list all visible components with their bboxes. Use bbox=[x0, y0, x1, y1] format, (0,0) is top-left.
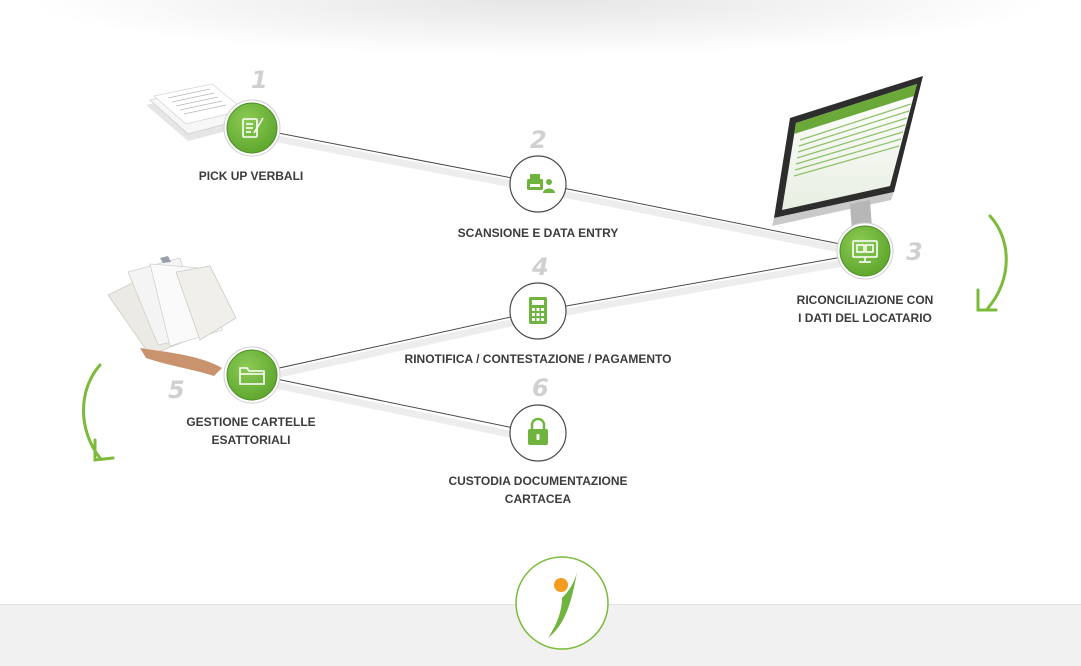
step-1-number: 1 bbox=[251, 66, 268, 94]
step-4-label: RINOTIFICA / CONTESTAZIONE / PAGAMENTO bbox=[405, 350, 672, 368]
step-2-number: 2 bbox=[530, 126, 547, 154]
monitor-icon bbox=[852, 240, 878, 263]
top-shadow bbox=[40, 0, 1040, 55]
connector-5-4 bbox=[251, 310, 539, 375]
calculator-icon bbox=[529, 297, 547, 324]
connector-1-2 bbox=[251, 127, 539, 184]
step-2-node[interactable] bbox=[509, 155, 567, 213]
connector-lines bbox=[251, 127, 866, 434]
paper-documents-illustration bbox=[146, 83, 250, 141]
step-2-label: SCANSIONE E DATA ENTRY bbox=[458, 224, 619, 242]
step-4-title: RINOTIFICA / CONTESTAZIONE / PAGAMENTO bbox=[404, 352, 672, 366]
monitor-illustration bbox=[772, 76, 923, 232]
papers-in-hand-illustration bbox=[107, 256, 237, 376]
step-5-title-line1: GESTIONE CARTELLE bbox=[186, 415, 316, 429]
connector-5-6 bbox=[251, 373, 539, 434]
step-4-number: 4 bbox=[532, 253, 549, 281]
step-6-label: CUSTODIA DOCUMENTAZIONE CARTACEA bbox=[448, 472, 627, 508]
step-2-title: SCANSIONE E DATA ENTRY bbox=[457, 226, 619, 240]
curved-arrow-left bbox=[82, 363, 115, 462]
step-3-title-line2: I DATI DEL LOCATARIO bbox=[798, 311, 932, 325]
lock-icon bbox=[528, 417, 548, 445]
curved-arrow-right bbox=[976, 214, 1008, 312]
step-5-number: 5 bbox=[168, 376, 185, 404]
connector-2-3 bbox=[537, 182, 866, 250]
step-3-title-line1: RICONCILIAZIONE CON bbox=[796, 293, 934, 307]
step-6-title-line1: CUSTODIA DOCUMENTAZIONE bbox=[448, 474, 628, 488]
step-1-label: PICK UP VERBALI bbox=[199, 167, 303, 185]
document-edit-icon bbox=[242, 117, 264, 138]
connector-4-3 bbox=[537, 252, 866, 312]
step-4-node[interactable] bbox=[509, 282, 567, 340]
step-6-title-line2: CARTACEA bbox=[504, 492, 572, 506]
connector-shadows bbox=[251, 130, 866, 444]
step-3-number: 3 bbox=[906, 238, 923, 266]
scanner-user-icon bbox=[527, 174, 555, 193]
brand-logo[interactable] bbox=[515, 556, 609, 650]
step-5-node[interactable] bbox=[223, 346, 281, 404]
step-5-label: GESTIONE CARTELLE ESATTORIALI bbox=[186, 413, 315, 449]
folder-icon bbox=[239, 367, 265, 385]
step-1-node[interactable] bbox=[223, 99, 281, 157]
step-5-title-line2: ESATTORIALI bbox=[211, 433, 291, 447]
step-6-number: 6 bbox=[532, 374, 549, 402]
step-3-node[interactable] bbox=[836, 222, 894, 280]
step-1-title: PICK UP VERBALI bbox=[198, 169, 304, 183]
step-3-label: RICONCILIAZIONE CON I DATI DEL LOCATARIO bbox=[797, 291, 934, 327]
step-6-node[interactable] bbox=[509, 404, 567, 462]
